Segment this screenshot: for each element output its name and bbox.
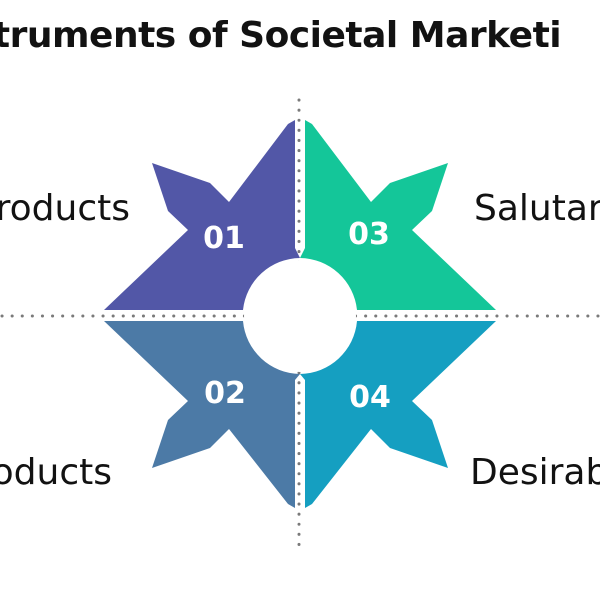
quadrant-03-arrow-shape — [300, 120, 496, 310]
quadrant-03-label: Salutar — [474, 188, 600, 229]
quadrant-03 — [300, 120, 496, 310]
quadrant-04-arrow-shape — [300, 321, 496, 508]
quadrant-01-label: roducts — [0, 188, 130, 229]
quadrant-01-number: 01 — [203, 221, 245, 256]
quadrant-02 — [104, 321, 300, 508]
quadrant-04-label: Desirab — [470, 452, 600, 493]
quadrant-01-arrow-shape — [104, 120, 300, 310]
center-hub — [244, 260, 356, 372]
quadrant-03-number: 03 — [348, 217, 390, 252]
quadrant-02-label: oducts — [0, 452, 112, 493]
quadrant-02-arrow-shape — [104, 321, 300, 508]
quadrant-01 — [104, 120, 300, 310]
quadrant-04 — [300, 321, 496, 508]
quadrant-02-number: 02 — [204, 376, 246, 411]
quadrant-04-number: 04 — [349, 380, 391, 415]
page-title: struments of Societal Marketi — [0, 15, 562, 56]
